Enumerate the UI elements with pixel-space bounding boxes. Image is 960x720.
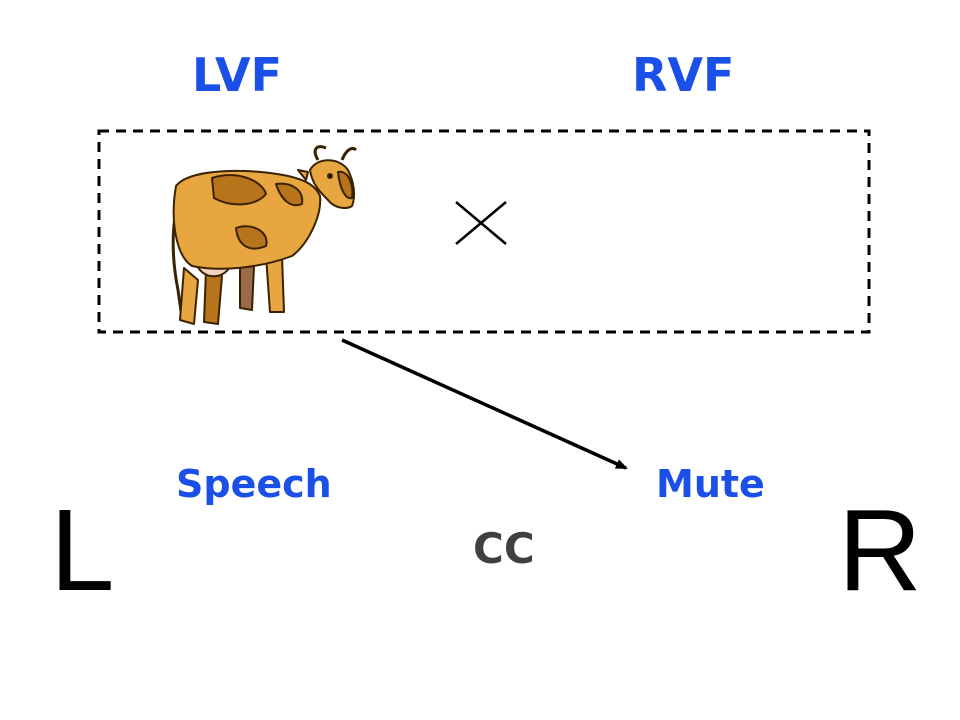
rvf-label: RVF — [632, 48, 735, 102]
mute-label: Mute — [656, 462, 765, 506]
left-hemisphere-letter: L — [50, 485, 115, 615]
projection-arrow — [341, 338, 628, 470]
corpus-callosum-label: CC — [473, 524, 535, 573]
speech-label: Speech — [176, 462, 332, 506]
lvf-label: LVF — [192, 48, 283, 102]
visual-field-box — [97, 129, 871, 334]
fixation-cross-icon — [455, 201, 507, 245]
right-hemisphere-letter: R — [838, 485, 922, 615]
cow-icon — [171, 145, 358, 325]
